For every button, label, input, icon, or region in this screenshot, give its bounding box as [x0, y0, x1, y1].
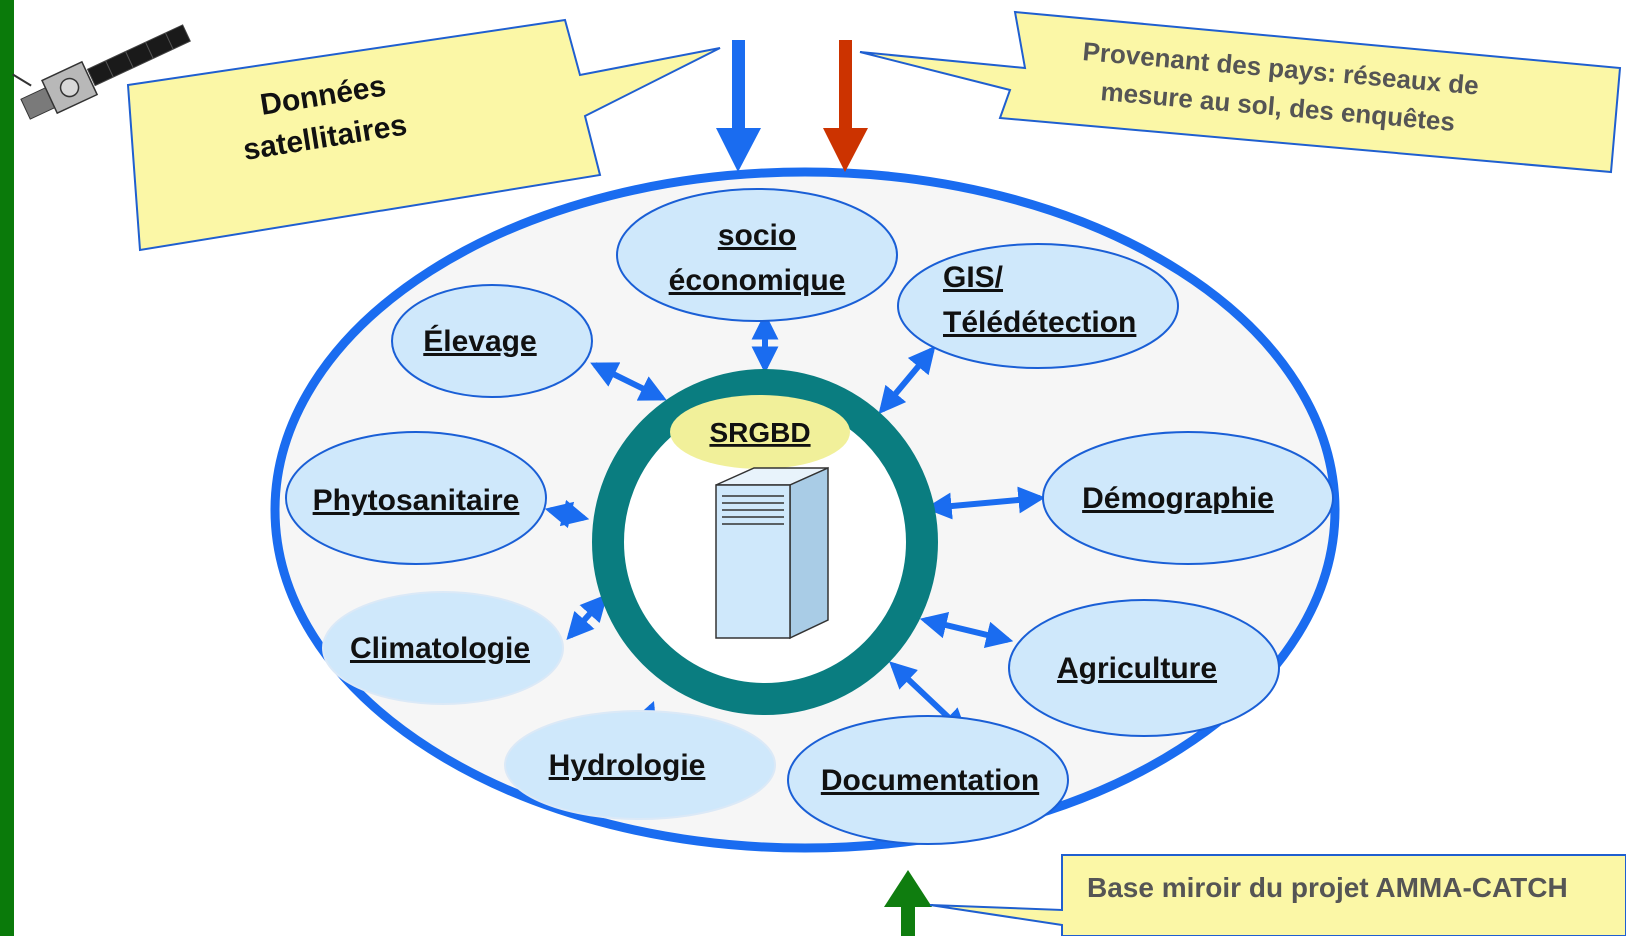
node-documentation: Documentation: [787, 715, 1069, 845]
callout-satellite: Données satellitaires: [126, 18, 721, 252]
mirror-arrow: [884, 870, 932, 936]
node-agriculture: Agriculture: [1008, 599, 1280, 737]
node-hydro-label: Hydrologie: [549, 749, 706, 782]
node-socio: socio économique: [616, 188, 898, 322]
hub-label-ellipse: [670, 395, 850, 469]
arrow-demo: [924, 486, 1046, 520]
left-green-bar: [0, 0, 14, 936]
node-demo-label: Démographie: [1082, 482, 1274, 515]
node-socio-line1: socio: [718, 219, 796, 252]
arrow-elevage: [590, 362, 667, 401]
node-phytosanitaire: Phytosanitaire: [285, 431, 547, 565]
callout-mirror-text: Base miroir du projet AMMA-CATCH: [1087, 872, 1568, 903]
node-elevage-label: Élevage: [423, 324, 536, 358]
satellite-arrow: [716, 40, 761, 172]
arrow-gis: [878, 345, 936, 415]
node-socio-line2: économique: [669, 264, 846, 297]
satellite-icon: [12, 24, 191, 120]
node-hydrologie: Hydrologie: [504, 710, 776, 820]
node-clima-label: Climatologie: [350, 632, 530, 665]
server-icon: [715, 466, 829, 640]
node-gis-line2: Télédétection: [943, 306, 1136, 339]
arrow-clima: [566, 593, 608, 641]
callout-mirror: Base miroir du projet AMMA-CATCH: [929, 854, 1626, 936]
node-phyto-label: Phytosanitaire: [313, 484, 520, 517]
arrow-phyto: [544, 499, 590, 529]
node-gis: GIS/ Télédétection: [897, 243, 1179, 369]
callout-countries: Provenant des pays: réseaux de mesure au…: [859, 10, 1622, 174]
node-docu-label: Documentation: [821, 764, 1039, 797]
node-climatologie: Climatologie: [322, 591, 564, 705]
node-agri-label: Agriculture: [1057, 652, 1217, 685]
node-gis-line1: GIS/: [943, 261, 1004, 294]
countries-arrow: [823, 40, 868, 172]
hub: SRGBD: [592, 369, 938, 715]
node-elevage: Élevage: [391, 284, 593, 398]
hub-label: SRGBD: [709, 417, 810, 448]
arrow-agri: [919, 611, 1014, 649]
node-demographie: Démographie: [1042, 431, 1334, 565]
